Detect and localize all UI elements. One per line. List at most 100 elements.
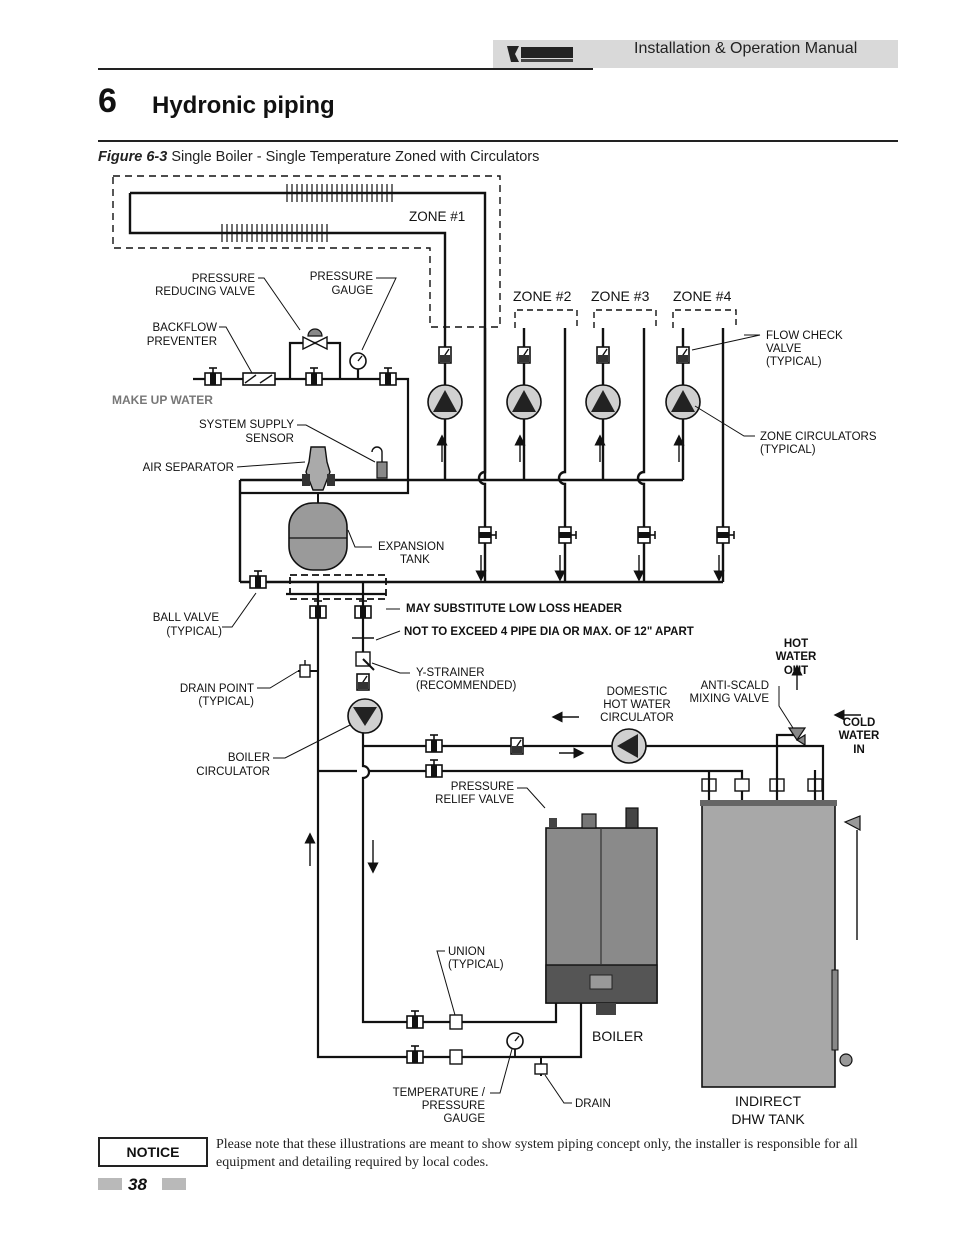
notice-label: NOTICE [98, 1137, 208, 1167]
boiler-flow-check-valve [356, 673, 370, 691]
label-tank-1: INDIRECT [735, 1093, 802, 1109]
label-dhwc-2: HOT WATER [603, 699, 671, 711]
label-exp-1: EXPANSION [378, 541, 444, 553]
knight-logo [505, 42, 577, 71]
flow-check-valve-zone4 [676, 346, 690, 364]
label-prv2-1: PRESSURE [451, 781, 515, 793]
label-bfp-1: BACKFLOW [152, 322, 217, 334]
zone-return-ball-valves [478, 526, 735, 544]
air-separator [302, 446, 335, 491]
tank-drain-valve [839, 1053, 853, 1067]
label-dhwc-3: CIRCULATOR [600, 712, 674, 724]
page-number-bar-left [98, 1178, 122, 1190]
flow-check-valve-zone1 [438, 346, 452, 364]
zone-2-box [514, 309, 578, 328]
label-prv-2: REDUCING VALVE [155, 286, 255, 298]
dhw-flow-check-valve [510, 737, 524, 755]
boiler-return-ball-valve [406, 1010, 424, 1029]
zone-4-label: ZONE #4 [673, 288, 732, 304]
label-bc-2: CIRCULATOR [196, 766, 270, 778]
label-ys-1: Y-STRAINER [416, 667, 485, 679]
leader-lines [219, 277, 794, 1104]
label-cwi-1: COLD [843, 717, 876, 729]
header-rule [98, 68, 593, 70]
unions-lower [449, 1014, 463, 1065]
y-strainer [355, 651, 375, 671]
section-number: 6 [98, 82, 117, 120]
label-bv-1: BALL VALVE [153, 612, 220, 624]
boiler-supply-ball-valve [406, 1045, 424, 1064]
section-title: Hydronic piping [152, 92, 335, 119]
makeup-ball-valve-2 [305, 367, 323, 386]
label-makeup-water: MAKE UP WATER [112, 393, 213, 407]
boiler-circulator [347, 698, 383, 734]
figure-number: Figure 6-3 [98, 149, 168, 165]
zone-circulator-2 [506, 384, 542, 420]
anti-scald-mixing-valve [787, 727, 807, 747]
label-bv-2: (TYPICAL) [166, 626, 222, 638]
label-zc-1: ZONE CIRCULATORS [760, 431, 877, 443]
low-loss-header-box [289, 574, 387, 600]
zone-3-box [593, 309, 657, 328]
label-tank-2: DHW TANK [731, 1111, 805, 1127]
section-rule [98, 140, 898, 142]
zone-3-label: ZONE #3 [591, 288, 650, 304]
zone-2-label: ZONE #2 [513, 288, 572, 304]
dhw-circulator [611, 728, 647, 764]
dhw-tank-piping [707, 733, 817, 800]
flow-check-valve-zone2 [517, 346, 531, 364]
zone-1-enclosure [112, 175, 501, 480]
pressure-gauge-makeup [349, 352, 367, 370]
drain-valve [534, 1057, 548, 1076]
label-pg-1: PRESSURE [310, 271, 374, 283]
temp-pressure-gauge [506, 1032, 524, 1057]
ball-valve-supply-left [309, 600, 327, 619]
label-sss-1: SYSTEM SUPPLY [199, 419, 294, 431]
figure-caption: Figure 6-3 Single Boiler - Single Temper… [98, 149, 539, 165]
label-drain: DRAIN [575, 1098, 611, 1110]
label-ys-2: (RECOMMENDED) [416, 680, 516, 692]
figure-caption-text: Single Boiler - Single Temperature Zoned… [171, 149, 540, 165]
label-dp-1: DRAIN POINT [180, 683, 254, 695]
label-cwi-3: IN [853, 744, 865, 756]
makeup-ball-valve-1 [204, 367, 222, 386]
label-union-1: UNION [448, 946, 485, 958]
tank-fittings [701, 778, 823, 792]
radiator-fins-upper [286, 184, 393, 202]
label-asv-1: ANTI-SCALD [701, 680, 769, 692]
label-tpg-2: PRESSURE [422, 1100, 486, 1112]
ball-valve-supply-right [354, 600, 372, 619]
label-exp-2: TANK [400, 554, 430, 566]
zone-flow-arrows [436, 434, 725, 582]
tank-relief-valve [843, 815, 861, 831]
radiator-fins-lower [221, 224, 328, 242]
label-sss-2: SENSOR [245, 433, 294, 445]
pressure-reducing-valve [302, 328, 328, 351]
zone-circulator-3 [585, 384, 621, 420]
manual-title: Installation & Operation Manual [634, 40, 858, 57]
drain-point-valve [298, 660, 318, 678]
makeup-ball-valve-3 [379, 367, 397, 386]
label-dp-2: (TYPICAL) [198, 696, 254, 708]
label-dhwc-1: DOMESTIC [607, 686, 668, 698]
flow-check-valve-zone3 [596, 346, 610, 364]
label-max-12: NOT TO EXCEED 4 PIPE DIA OR MAX. OF 12" … [404, 626, 694, 638]
boiler [545, 807, 658, 1015]
label-tpg-3: GAUGE [443, 1113, 485, 1125]
system-supply-sensor [371, 446, 388, 479]
label-pg-2: GAUGE [331, 285, 373, 297]
label-prv2-2: RELIEF VALVE [435, 794, 514, 806]
dhw-ball-valve-2 [425, 759, 443, 778]
label-fcv-1: FLOW CHECK [766, 330, 843, 342]
page-number-bar-right [162, 1178, 186, 1190]
label-tpg-1: TEMPERATURE / [393, 1087, 486, 1099]
label-bfp-2: PREVENTER [147, 336, 217, 348]
label-hwo-3: OUT [784, 665, 808, 677]
label-low-loss-header: MAY SUBSTITUTE LOW LOSS HEADER [406, 603, 623, 615]
label-fcv-3: (TYPICAL) [766, 356, 822, 368]
zone-circulator-4 [665, 384, 701, 420]
zone-4-box [672, 309, 737, 328]
backflow-preventer [242, 372, 276, 386]
label-prv-1: PRESSURE [192, 273, 256, 285]
